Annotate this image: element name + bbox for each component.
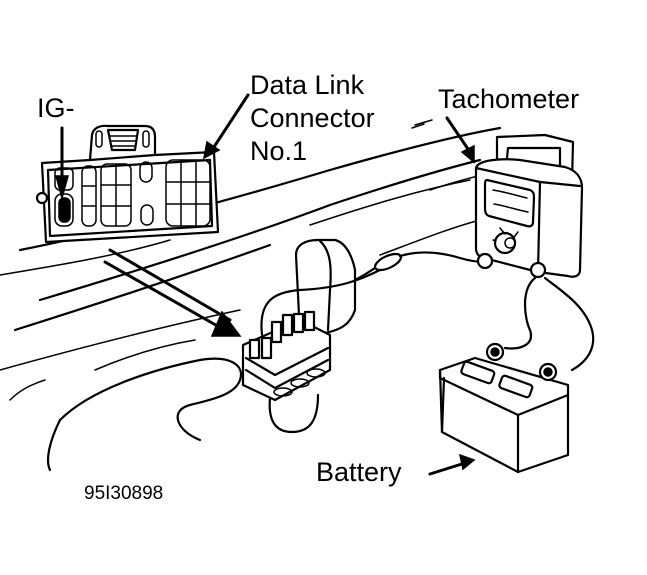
dashboard-contours <box>0 119 521 472</box>
tachometer-lead-wire <box>353 251 487 282</box>
tachometer-pointer-arrow <box>445 116 475 164</box>
figure-code: 95I30898 <box>84 483 164 504</box>
tachometer-label: Tachometer <box>438 84 580 114</box>
ig-minus-label: IG- <box>37 93 75 123</box>
ig-pointer-arrow <box>55 126 69 201</box>
battery-cables <box>503 276 595 372</box>
data-link-pointer-arrow <box>202 93 250 160</box>
data-link-label-line1: Data Link <box>250 70 365 100</box>
battery-label: Battery <box>316 457 402 487</box>
data-link-label-line2: Connector <box>250 103 375 133</box>
connector-label-tick <box>411 123 425 129</box>
connector-plug-illustration <box>241 238 382 434</box>
zoom-arrow <box>103 248 242 337</box>
battery-pointer-arrow <box>428 453 476 476</box>
tachometer-illustration <box>474 133 584 279</box>
data-link-label-line3: No.1 <box>250 136 308 166</box>
battery-illustration <box>438 342 570 474</box>
